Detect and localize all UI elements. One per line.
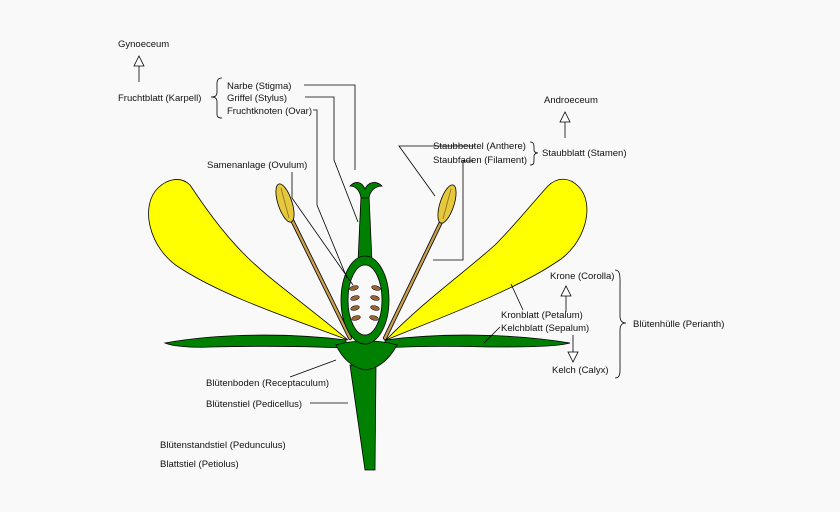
anther-left: [275, 183, 295, 223]
leader-lines: [133, 55, 627, 404]
label-griffel: Griffel (Stylus): [227, 93, 287, 104]
flower-illustration: [148, 178, 588, 471]
arrow-up-icon: [133, 55, 145, 67]
label-blattstiel: Blattstiel (Petiolus): [160, 459, 239, 470]
sepal-right: [384, 334, 571, 349]
label-staubbeutel: Staubbeutel (Anthere): [433, 141, 526, 152]
label-krone: Krone (Corolla): [550, 271, 614, 282]
stem: [349, 364, 377, 471]
anther-right: [437, 184, 457, 224]
label-fruchtknoten: Fruchtknoten (Ovar): [227, 106, 312, 117]
filament-left-inner: [289, 216, 352, 340]
arrow-up-icon: [559, 111, 571, 123]
label-bluetenhuelle: Blütenhülle (Perianth): [633, 319, 724, 330]
label-kelchblatt: Kelchblatt (Sepalum): [501, 323, 589, 334]
label-fruchtblatt: Fruchtblatt (Karpell): [118, 93, 201, 104]
brace-staubblatt: [529, 141, 539, 166]
label-gynoeceum: Gynoeceum: [118, 39, 169, 50]
petal-right: [385, 178, 588, 341]
style: [357, 195, 373, 263]
brace-left: [210, 77, 223, 119]
filament-right-inner: [383, 218, 444, 340]
petal-left: [148, 179, 349, 341]
label-kelch: Kelch (Calyx): [552, 365, 609, 376]
label-bluetenboden: Blütenboden (Receptaculum): [206, 378, 329, 389]
receptacle: [335, 340, 398, 371]
label-kronblatt: Kronblatt (Petalum): [501, 310, 583, 321]
labels: Gynoeceum Fruchtblatt (Karpell) Narbe (S…: [118, 39, 724, 470]
label-bluetenstiel: Blütenstiel (Pedicellus): [206, 399, 302, 410]
arrow-up-icon: [560, 285, 572, 297]
label-staubfaden: Staubfaden (Filament): [433, 155, 527, 166]
label-narbe: Narbe (Stigma): [227, 81, 291, 92]
label-androeceum: Androeceum: [544, 95, 598, 106]
label-samenanlage: Samenanlage (Ovulum): [207, 160, 307, 171]
sepal-left: [163, 334, 347, 349]
arrow-down-icon: [567, 351, 579, 363]
label-bluetenstandstiel: Blütenstandstiel (Pedunculus): [160, 440, 286, 451]
label-staubblatt: Staubblatt (Stamen): [542, 148, 627, 159]
stigma: [349, 182, 383, 199]
brace-perianth: [614, 269, 627, 379]
ovules: [349, 285, 381, 321]
